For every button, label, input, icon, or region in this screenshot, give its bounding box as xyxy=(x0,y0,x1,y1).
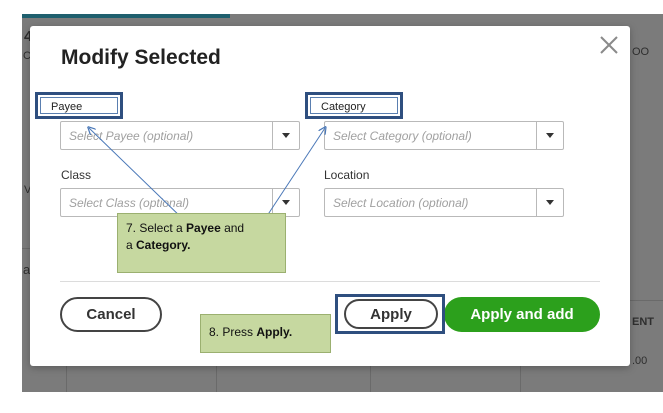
chevron-down-icon[interactable] xyxy=(536,122,563,149)
background-divider xyxy=(216,366,217,392)
category-select[interactable]: Select Category (optional) xyxy=(324,121,564,150)
background-divider xyxy=(66,366,67,392)
apply-button[interactable]: Apply xyxy=(344,299,438,329)
class-label: Class xyxy=(61,168,92,182)
close-button[interactable] xyxy=(597,33,621,57)
location-placeholder: Select Location (optional) xyxy=(333,196,469,210)
step-7-category: Category xyxy=(136,238,188,252)
apply-highlight-box xyxy=(335,294,445,334)
close-icon xyxy=(600,36,618,54)
dialog-title: Modify Selected xyxy=(61,46,221,69)
background-text-fragment: a xyxy=(23,262,31,277)
apply-and-add-button[interactable]: Apply and add xyxy=(444,297,600,332)
category-placeholder: Select Category (optional) xyxy=(333,129,472,143)
category-label: Category xyxy=(310,97,398,114)
step-8-callout: 8. Press Apply. xyxy=(200,314,331,353)
chevron-down-icon[interactable] xyxy=(272,122,299,149)
background-text-fragment: C xyxy=(23,50,31,62)
background-divider xyxy=(22,248,30,249)
step-7-text: and xyxy=(220,221,245,235)
step-8-text: 8. Press xyxy=(209,325,257,339)
background-text-fragment: V xyxy=(24,184,32,196)
payee-placeholder: Select Payee (optional) xyxy=(69,129,194,143)
step-7-text: 7. Select a xyxy=(126,221,187,235)
step-8-text: . xyxy=(288,325,293,339)
background-accent-bar xyxy=(22,14,230,18)
class-placeholder: Select Class (optional) xyxy=(69,196,190,210)
background-text-fragment: .00 xyxy=(632,355,648,367)
step-7-callout: 7. Select a Payee and a Category. xyxy=(117,213,286,273)
step-7-text: a xyxy=(126,238,137,252)
payee-select[interactable]: Select Payee (optional) xyxy=(60,121,300,150)
background-divider xyxy=(370,366,371,392)
category-highlight-box: Category xyxy=(305,92,403,119)
background-text-fragment: 4 xyxy=(24,28,33,45)
dialog-divider xyxy=(60,281,600,282)
step-8-apply: Apply xyxy=(256,325,289,339)
background-text-fragment: OO xyxy=(632,46,650,58)
cancel-button[interactable]: Cancel xyxy=(60,297,162,332)
step-7-text: . xyxy=(187,238,191,252)
background-text-fragment: ENT xyxy=(632,316,654,328)
location-label: Location xyxy=(324,168,370,182)
payee-label: Payee xyxy=(40,97,118,114)
chevron-down-icon[interactable] xyxy=(536,189,563,216)
payee-highlight-box: Payee xyxy=(35,92,123,119)
step-7-payee: Payee xyxy=(186,221,221,235)
background-divider xyxy=(520,366,521,392)
chevron-down-icon[interactable] xyxy=(272,189,299,216)
location-select[interactable]: Select Location (optional) xyxy=(324,188,564,217)
background-divider xyxy=(630,300,663,301)
